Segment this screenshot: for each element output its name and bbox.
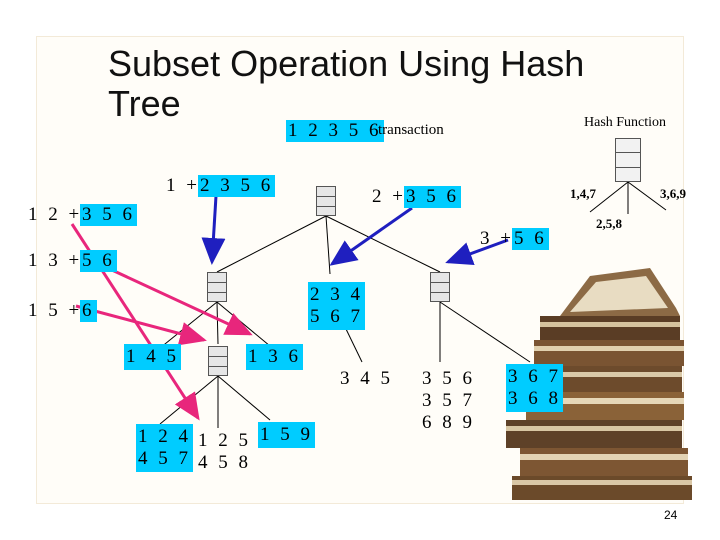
transaction-box: 1 2 3 5 6 <box>286 120 384 142</box>
leaf-itemset: 1 5 9 <box>260 424 313 445</box>
leaf-125: 1 2 5 4 5 8 <box>196 428 253 476</box>
leaf-itemset: 1 3 6 <box>248 346 301 367</box>
leaf-itemset: 1 2 5 <box>198 430 251 451</box>
node-3 <box>430 272 450 302</box>
books-image <box>506 268 692 500</box>
prefix-3-rest: 5 6 <box>512 228 549 250</box>
page-number: 24 <box>664 508 678 522</box>
leaf-145: 1 4 5 <box>124 344 181 370</box>
prefix-12-rest: 3 5 6 <box>80 204 137 226</box>
slide-title: Subset Operation Using Hash Tree <box>108 43 585 124</box>
leaf-234: 2 3 4 5 6 7 <box>308 282 365 330</box>
leaf-itemset: 4 5 7 <box>138 448 191 469</box>
prefix-2-fixed: 2 + <box>372 186 406 207</box>
hash-branch-369: 3,6,9 <box>660 186 686 201</box>
leaf-itemset: 3 6 7 <box>508 366 561 387</box>
leaf-345: 3 4 5 <box>338 366 395 392</box>
hash-branch-258: 2,5,8 <box>596 216 622 231</box>
transaction-label: transaction <box>378 122 444 138</box>
prefix-13-rest: 5 6 <box>80 250 117 272</box>
node-1-2 <box>208 346 228 376</box>
leaf-159: 1 5 9 <box>258 422 315 448</box>
leaf-itemset: 3 5 6 <box>422 368 475 389</box>
leaf-itemset: 3 4 5 <box>340 368 393 389</box>
prefix-2-rest: 3 5 6 <box>404 186 461 208</box>
hash-branch-147: 1,4,7 <box>570 186 596 201</box>
leaf-itemset: 6 8 9 <box>422 412 475 433</box>
hash-function-label: Hash Function <box>584 115 667 130</box>
prefix-12-fixed: 1 2 + <box>28 204 83 225</box>
hash-function-node <box>615 138 641 182</box>
node-1 <box>207 272 227 302</box>
prefix-1-rest: 2 3 5 6 <box>198 175 276 197</box>
prefix-13-fixed: 1 3 + <box>28 250 83 271</box>
root-node <box>316 186 336 216</box>
leaf-itemset: 5 6 7 <box>310 306 363 327</box>
prefix-3-fixed: 3 + <box>480 228 514 249</box>
prefix-15-rest: 6 <box>80 300 97 322</box>
leaf-356: 3 5 6 3 5 7 6 8 9 <box>420 366 477 436</box>
leaf-itemset: 3 6 8 <box>508 388 561 409</box>
prefix-1-fixed: 1 + <box>166 175 200 196</box>
leaf-itemset: 1 2 4 <box>138 426 191 447</box>
leaf-itemset: 3 5 7 <box>422 390 475 411</box>
leaf-124: 1 2 4 4 5 7 <box>136 424 193 472</box>
leaf-itemset: 4 5 8 <box>198 452 251 473</box>
prefix-15-fixed: 1 5 + <box>28 300 83 321</box>
leaf-367: 3 6 7 3 6 8 <box>506 364 563 412</box>
leaf-itemset: 1 4 5 <box>126 346 179 367</box>
leaf-itemset: 2 3 4 <box>310 284 363 305</box>
leaf-136: 1 3 6 <box>246 344 303 370</box>
